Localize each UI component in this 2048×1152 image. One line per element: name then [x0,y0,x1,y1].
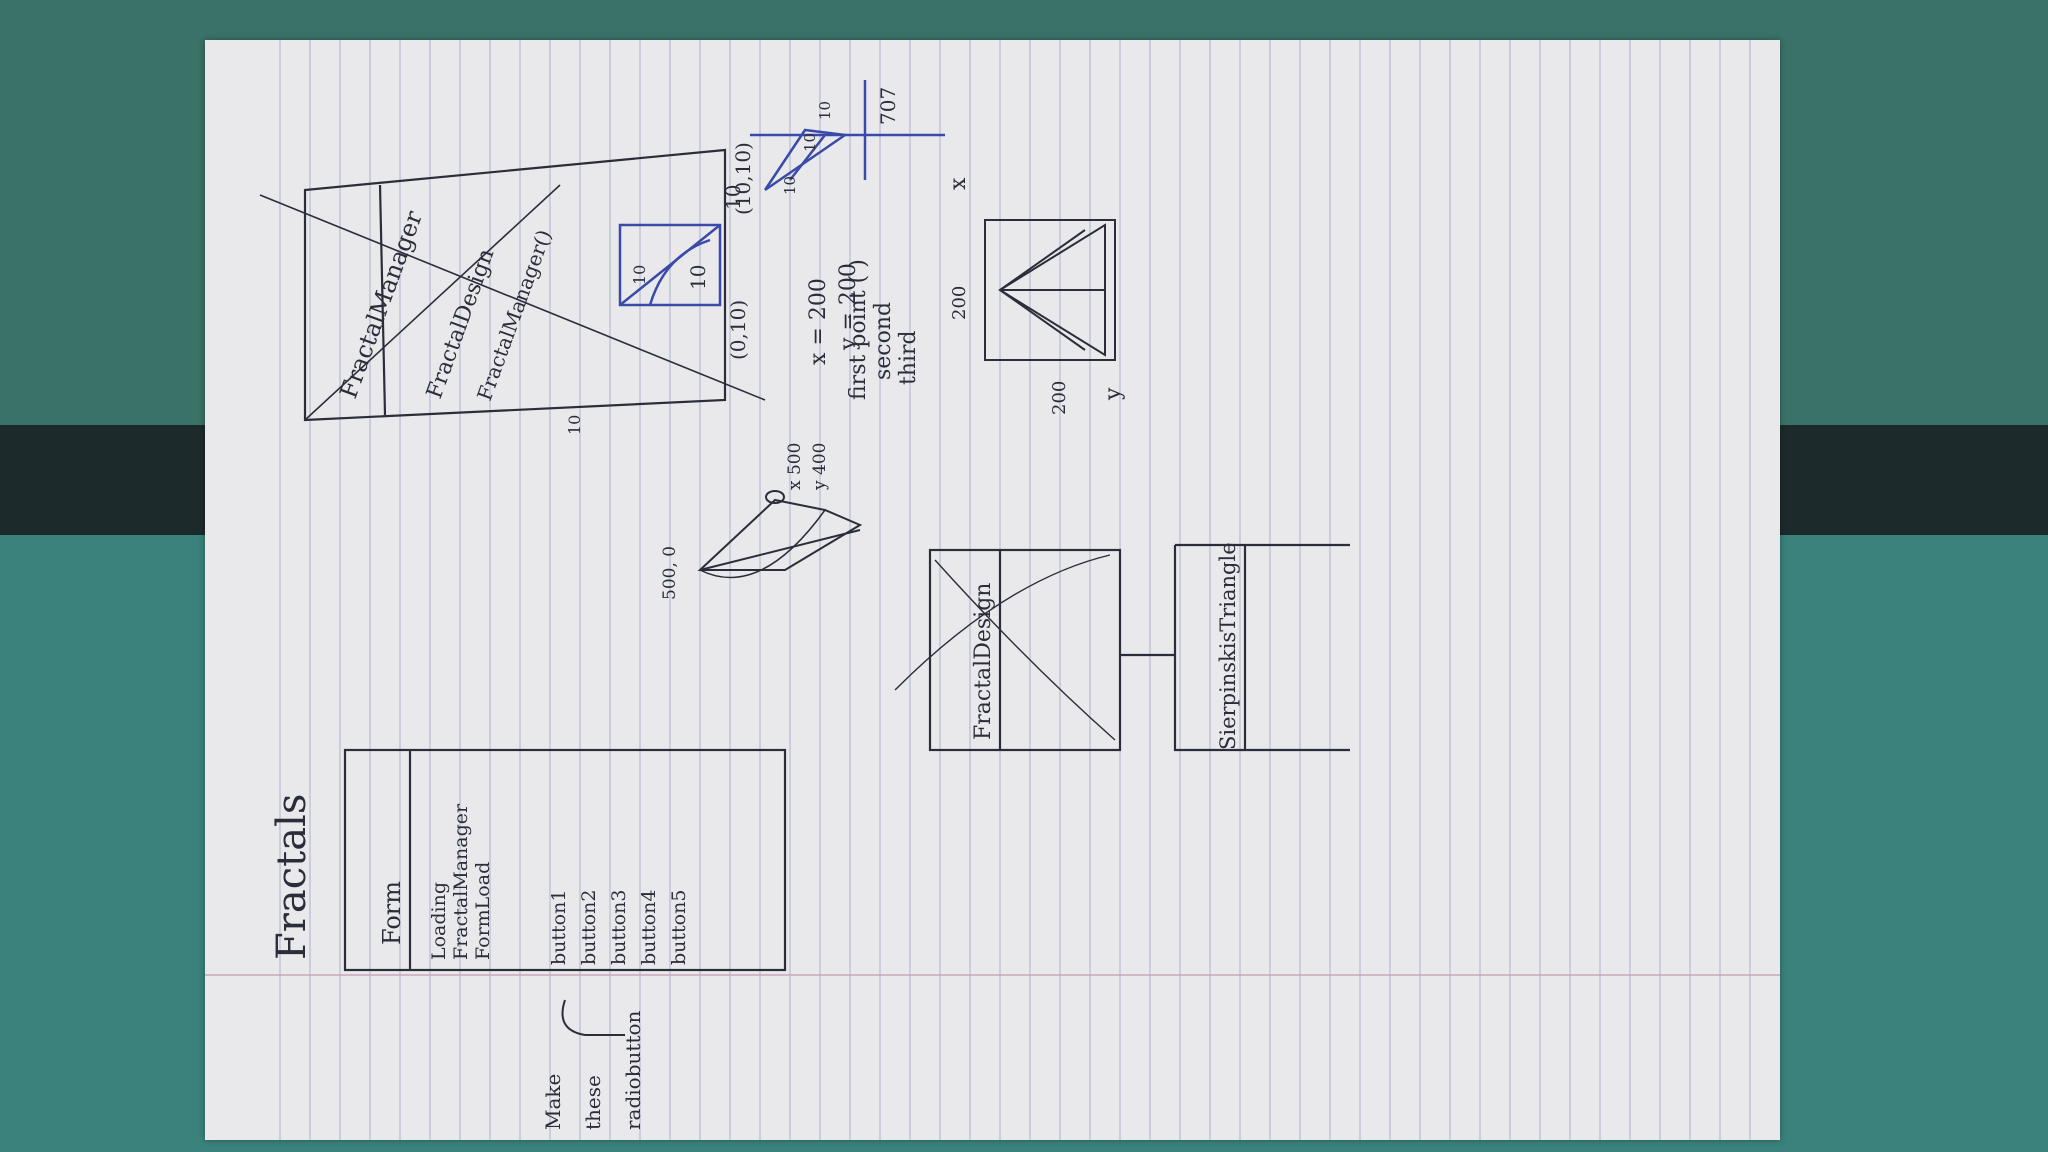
axis-label: 10 [781,176,799,195]
class-sketch-top [259,148,766,422]
form-button-label: button5 [668,890,690,965]
big-triangle [697,490,863,579]
square-corner-label: (0,10) [726,300,750,360]
form-button-label: button3 [608,890,630,965]
points-list-item: first point ( ) [846,259,871,400]
grid-label: y [1101,387,1126,401]
form-header: Form [378,881,406,945]
grid-label: x [946,177,971,190]
page-drawing: Fractals Form Loading FractalManager For… [205,40,1780,1140]
triangle-corner-label: y 400 [810,443,830,491]
margin-note: radiobutton [621,1010,645,1130]
margin-note: these [581,1075,605,1130]
square-label: 10 [686,265,710,290]
axis-value: 707 [876,87,900,125]
triangle-apex-label: 500, 0 [660,546,680,600]
grid-sketch [984,219,1116,361]
square-label: 10 [630,265,649,285]
margin-note: Make [541,1074,565,1130]
square-value: x = 200 [806,278,831,365]
points-list-item: second [871,302,896,380]
form-button-label: button1 [548,890,570,965]
class-bottom-right-header: SierpinskisTriangle [1216,542,1240,750]
arrow-icon [561,999,625,1036]
form-line: Loading [428,882,450,960]
form-sketch [343,748,787,972]
square-corner-label: (10,10) [731,142,755,215]
grid-label: 200 [949,286,970,320]
square-label: 10 [721,185,745,210]
ruled-lines [279,40,1751,1140]
axis-label: 10 [801,133,819,152]
grid-label: 200 [1049,381,1070,415]
class-bottom-left-header: FractalDesign [971,583,996,740]
page-title: Fractals [269,794,315,960]
square-value: y = 200 [836,263,861,351]
triangle-corner-label: x 500 [785,443,805,490]
notebook-page: Fractals Form Loading FractalManager For… [205,40,1780,1140]
axis-sketch [750,80,945,192]
form-button-label: button4 [638,890,660,965]
form-button-label: button2 [578,890,600,965]
form-line: FractalManager [450,803,472,960]
class-bottom-right [1173,543,1350,752]
form-line: FormLoad [472,862,494,960]
class-bottom-left [894,548,1122,752]
points-list-item: third [896,330,921,385]
square-diagram [618,223,722,307]
axis-label: 10 [816,101,834,120]
small-number: 10 [565,415,584,435]
